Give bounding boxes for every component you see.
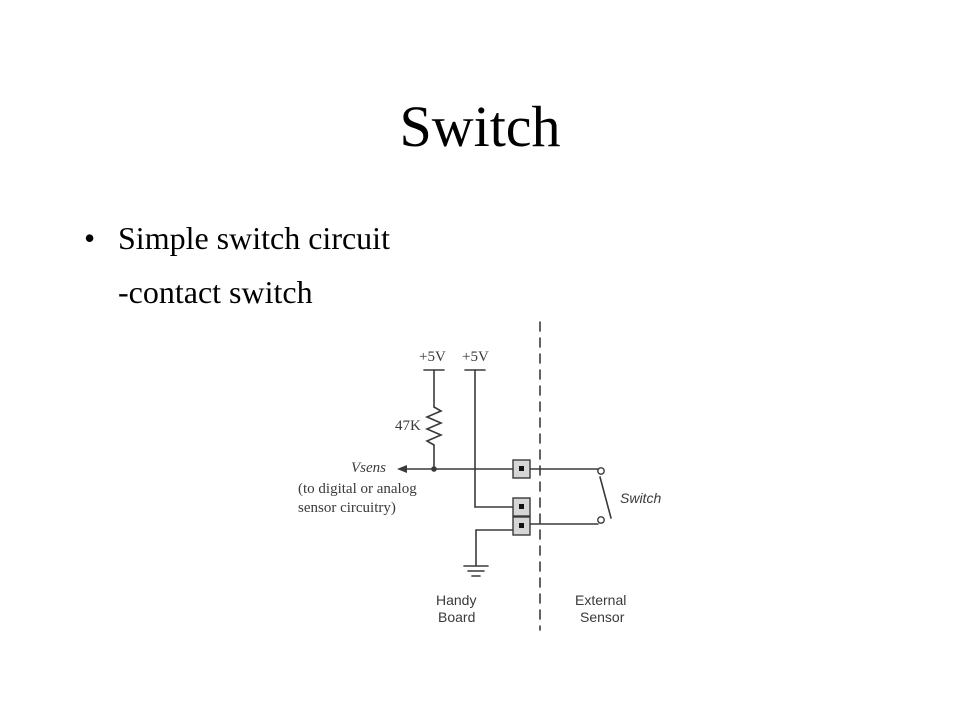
connector-pin-3-core [519, 523, 524, 528]
bullet-text: Simple switch circuit [118, 220, 390, 256]
connector-pin-1-core [519, 466, 524, 471]
supply-label-left: +5V [419, 349, 446, 365]
junction-dot [431, 466, 437, 472]
connector-pin-2-core [519, 504, 524, 509]
bullet-marker: • [84, 220, 96, 256]
slide-title: Switch [399, 94, 561, 159]
switch-contact-lever [599, 476, 612, 519]
switch-contact-bottom [597, 516, 605, 524]
resistor-label: 47K [395, 418, 421, 434]
external-sensor-label-line-2: Sensor [580, 609, 625, 625]
bullet-item: • Simple switch circuit [84, 218, 390, 258]
switch-label: Switch [620, 490, 661, 506]
vsens-label: Vsens [351, 460, 386, 476]
sub-bullet-text: -contact switch [118, 274, 313, 310]
external-sensor-label-line-1: External [575, 592, 626, 608]
vsens-arrow-icon [397, 465, 407, 473]
handy-board-label-line-1: Handy [436, 592, 476, 608]
vsens-note-line-2: sensor circuitry) [298, 500, 396, 516]
switch-contact-top [597, 467, 605, 475]
handy-board-label-line-2: Board [438, 609, 475, 625]
resistor-47k-symbol [424, 406, 444, 446]
vsens-note-line-1: (to digital or analog [298, 481, 417, 497]
supply-label-right: +5V [462, 349, 489, 365]
